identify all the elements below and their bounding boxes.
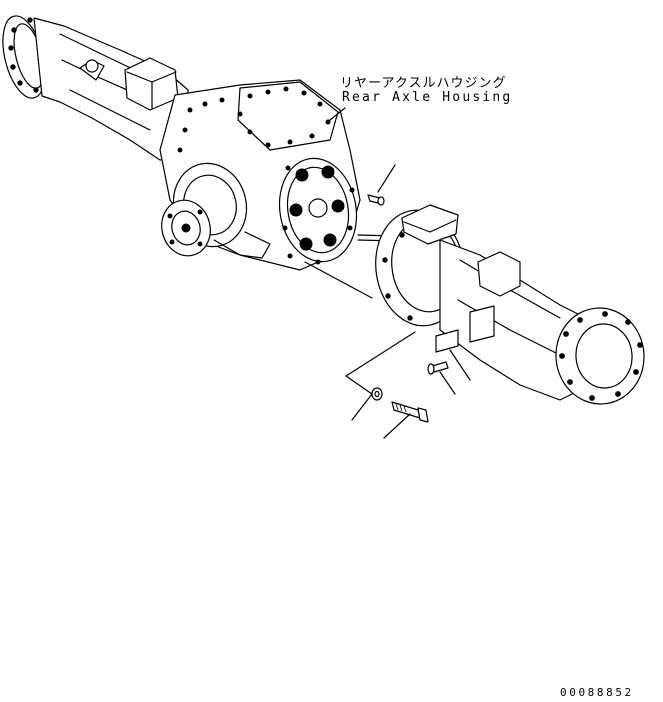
- dowel-pin: [367, 194, 385, 206]
- input-pinion-flange: [161, 162, 271, 259]
- part-name-japanese: リヤーアクスルハウジング: [340, 76, 507, 91]
- identification-plate: [435, 329, 459, 353]
- nameplate: [469, 305, 495, 343]
- right-wheel-flange: [555, 307, 645, 405]
- right-mounting-pad: [477, 251, 521, 297]
- differential-housing: [159, 79, 361, 271]
- illustration-code: 00088852: [560, 686, 634, 699]
- left-axle-assembly: [2, 15, 191, 161]
- leader-lines: [304, 107, 471, 439]
- differential-cover: [237, 81, 339, 151]
- rivet: [427, 361, 449, 375]
- right-axle-housing: [357, 204, 645, 405]
- left-wheel-flange: [2, 15, 46, 99]
- part-name-english: Rear Axle Housing: [342, 90, 513, 105]
- washer: [371, 387, 383, 401]
- bolt: [391, 401, 429, 423]
- differential-mating-face: [278, 157, 358, 265]
